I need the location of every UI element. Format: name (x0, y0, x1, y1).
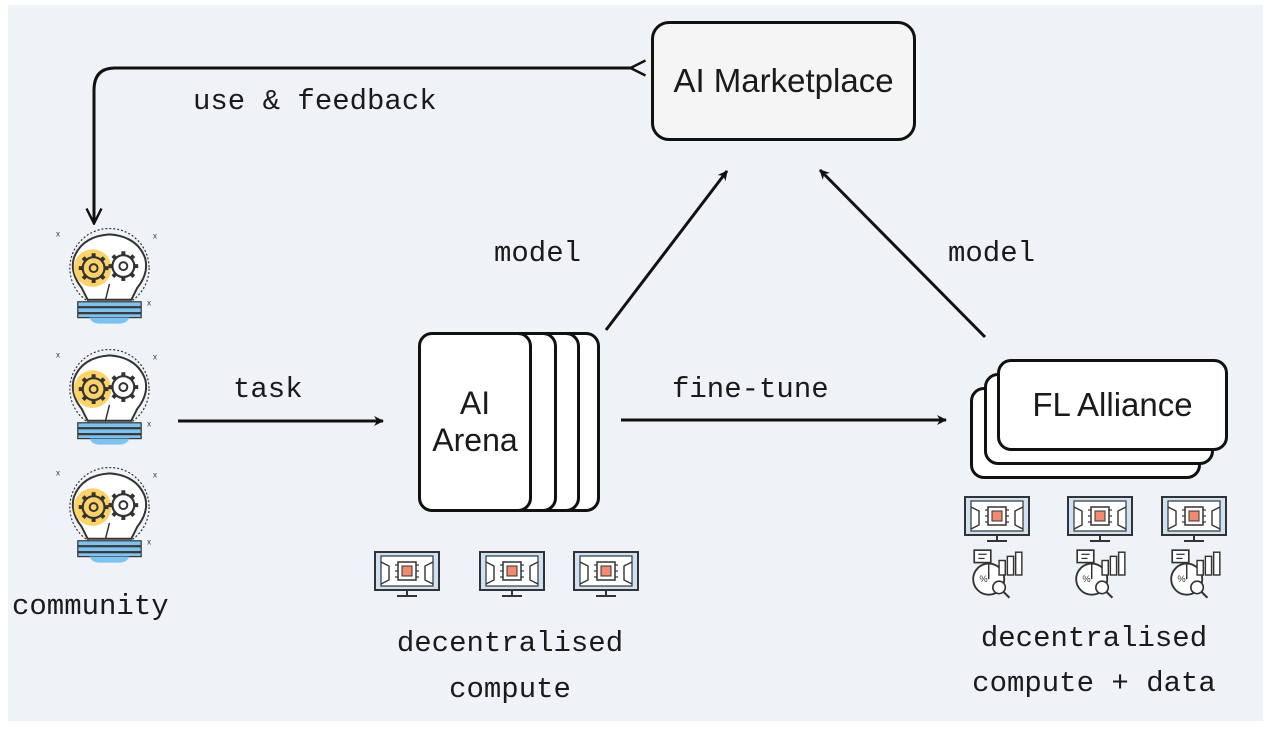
decentralised-compute-data-label: decentralised compute + data (935, 617, 1253, 707)
computer-chip-icon (479, 551, 545, 597)
arena-label-line2: Arena (432, 422, 518, 458)
task-label: task (233, 373, 303, 406)
computer-chip-icon (374, 551, 440, 597)
computer-chip-icon (1161, 496, 1227, 542)
dcd-line2: compute + data (972, 666, 1216, 700)
data-analytics-icon (1170, 549, 1221, 599)
dcd-line1: decentralised (980, 622, 1208, 655)
model-label-left: model (494, 237, 582, 270)
computer-chip-icon (573, 551, 639, 597)
marketplace-node (651, 21, 916, 141)
lightbulb-gears-icon (54, 349, 159, 449)
model-arrow-right (818, 168, 987, 339)
arena-label: AI Arena (418, 332, 532, 512)
use-feedback-label: use & feedback (193, 85, 437, 118)
computer-chip-icon (964, 496, 1030, 542)
arena-node (418, 332, 532, 512)
fl-alliance-label: FL Alliance (1032, 386, 1193, 424)
data-analytics-icon (1075, 549, 1126, 599)
lightbulb-gears-icon (54, 228, 159, 328)
use-feedback-arrow (94, 68, 632, 222)
data-analytics-icon (972, 549, 1023, 599)
fine-tune-label: fine-tune (672, 373, 829, 406)
dc-line2: compute (449, 673, 571, 707)
dc-line1: decentralised (396, 627, 624, 660)
community-label: community (12, 590, 169, 623)
arena-label-line1: AI (459, 385, 491, 422)
decentralised-compute-label: decentralised compute (360, 621, 660, 714)
model-arrow-left (604, 170, 729, 331)
computer-chip-icon (1067, 496, 1133, 542)
fl-alliance-node (997, 359, 1228, 451)
lightbulb-gears-icon (54, 467, 159, 567)
marketplace-label: AI Marketplace (673, 62, 894, 100)
model-label-right: model (948, 237, 1036, 270)
